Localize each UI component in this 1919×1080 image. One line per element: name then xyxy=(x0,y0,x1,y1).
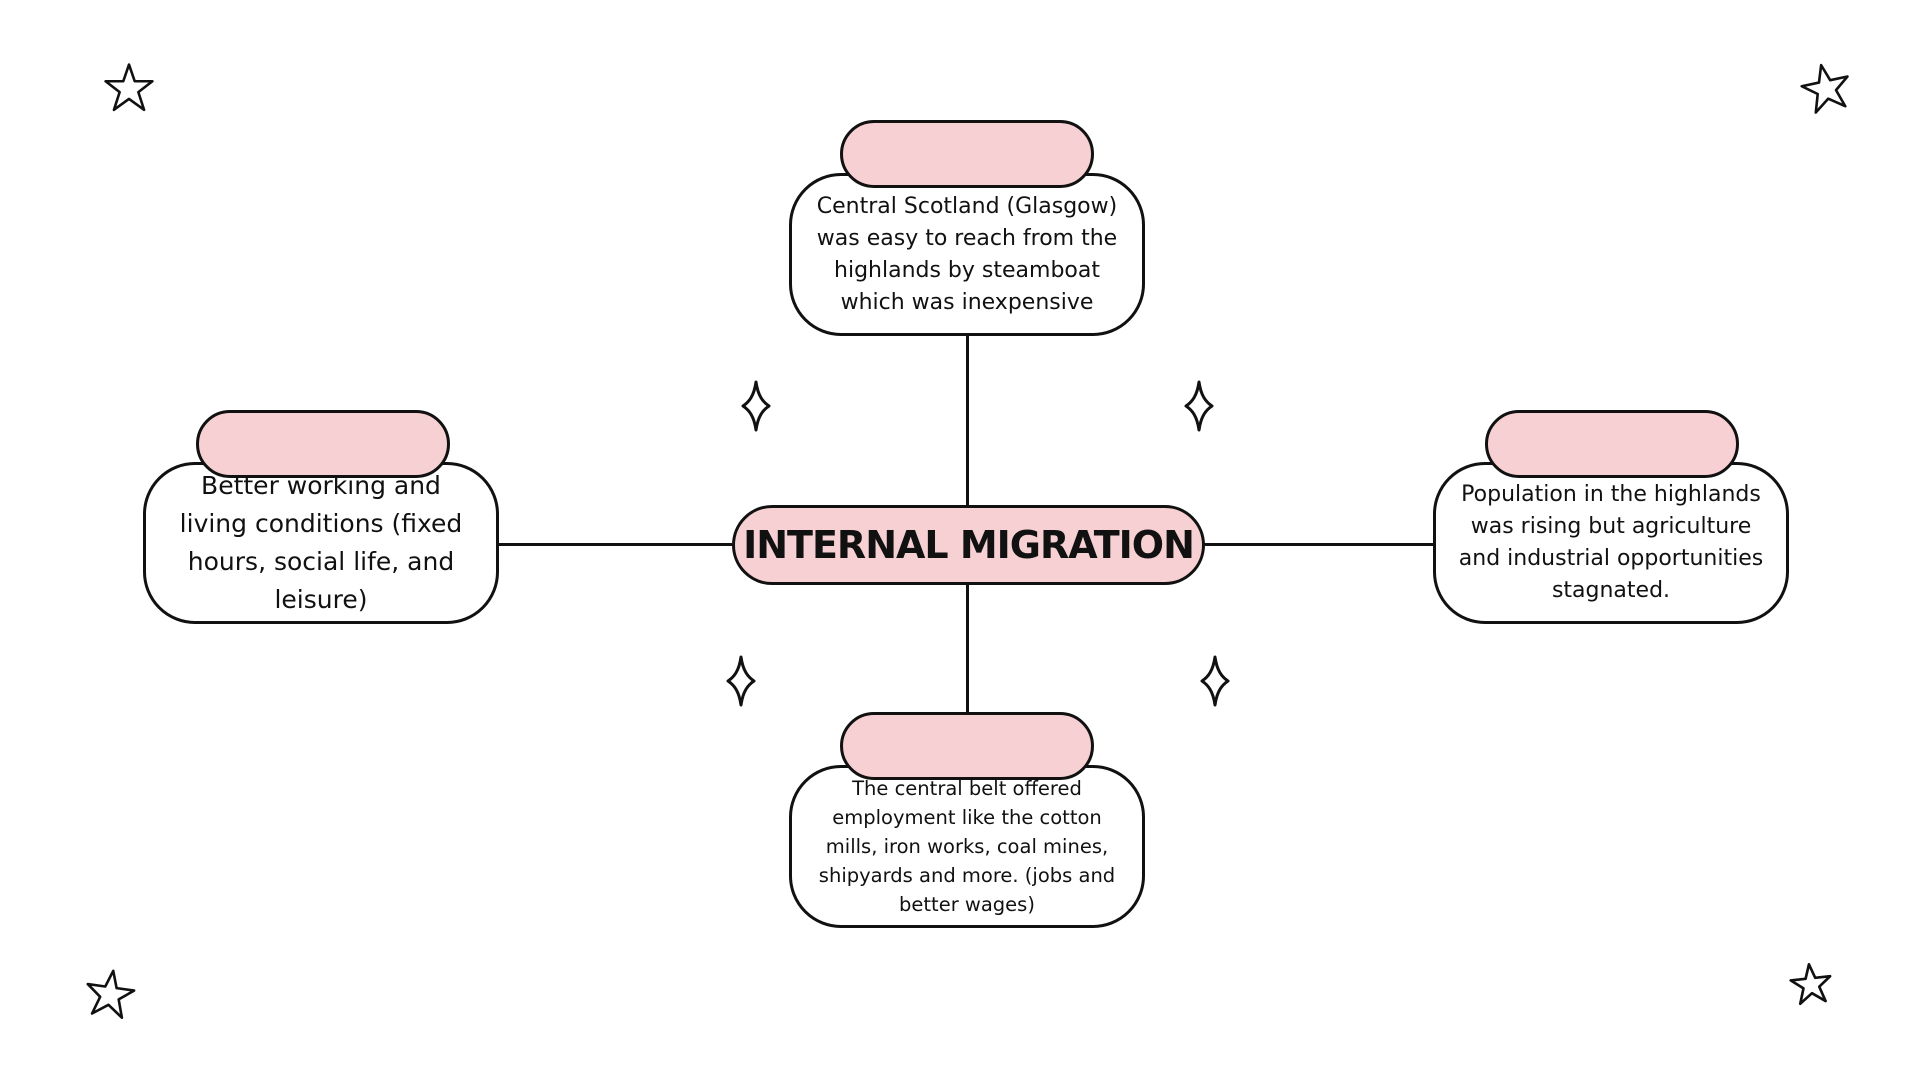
sparkle-outline-icon xyxy=(1200,655,1230,707)
connector-left xyxy=(498,543,732,546)
connector-bottom xyxy=(966,585,969,715)
node-right-tab xyxy=(1485,410,1739,478)
central-topic-label: INTERNAL MIGRATION xyxy=(743,523,1195,567)
central-topic: INTERNAL MIGRATION xyxy=(732,505,1205,585)
node-top-tab xyxy=(840,120,1094,188)
sparkle-outline-icon xyxy=(1184,380,1214,432)
connector-top xyxy=(966,335,969,508)
connector-right xyxy=(1203,543,1435,546)
star-outline-icon xyxy=(103,62,155,114)
sparkle-outline-icon xyxy=(741,380,771,432)
sparkle-outline-icon xyxy=(726,655,756,707)
star-outline-icon xyxy=(84,967,136,1021)
node-bottom-tab xyxy=(840,712,1094,780)
star-outline-icon xyxy=(1789,958,1833,1010)
node-left-tab xyxy=(196,410,450,478)
node-bottom-text: The central belt offered employment like… xyxy=(818,777,1116,916)
node-bottom: The central belt offered employment like… xyxy=(789,765,1145,928)
star-outline-icon xyxy=(1798,62,1854,114)
node-left: Better working and living conditions (fi… xyxy=(143,462,499,624)
node-right-text: Population in the highlands was rising b… xyxy=(1458,482,1764,603)
node-top-text: Central Scotland (Glasgow) was easy to r… xyxy=(816,193,1118,315)
node-left-text: Better working and living conditions (fi… xyxy=(179,471,463,614)
node-right: Population in the highlands was rising b… xyxy=(1433,462,1789,624)
node-top: Central Scotland (Glasgow) was easy to r… xyxy=(789,173,1145,336)
